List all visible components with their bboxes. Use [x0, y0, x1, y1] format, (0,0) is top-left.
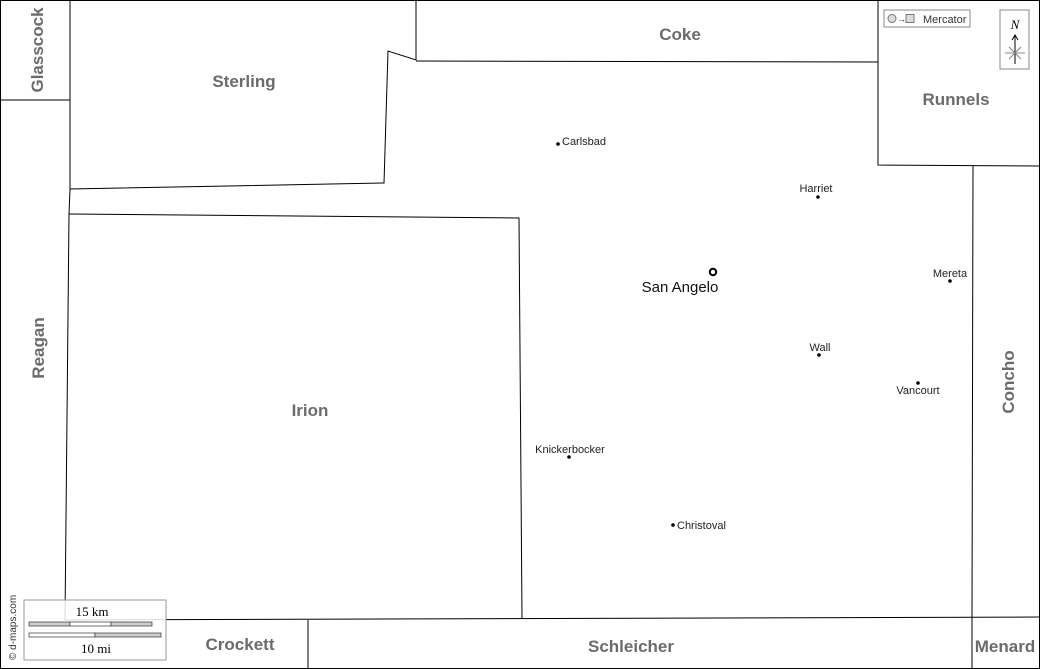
- city-capital-marker: [708, 267, 718, 277]
- north-label: N: [1010, 17, 1021, 32]
- city-dot: [556, 142, 560, 146]
- city-vancourt: Vancourt: [896, 385, 939, 397]
- city-carlsbad: Carlsbad: [562, 136, 606, 148]
- scale-bar: 15 km 10 mi: [23, 599, 167, 661]
- city-christoval: Christoval: [677, 520, 726, 532]
- north-arrow: N: [999, 9, 1030, 70]
- county-menard: Menard: [975, 637, 1035, 656]
- city-dot: [948, 279, 952, 283]
- projection-legend: → Mercator: [883, 9, 971, 28]
- city-san-angelo: San Angelo: [642, 279, 719, 296]
- projection-label: Mercator: [923, 14, 967, 26]
- city-mereta: Mereta: [933, 268, 968, 280]
- scale-km-label: 15 km: [76, 604, 109, 619]
- cities: Carlsbad Harriet San Angelo Mereta Wall …: [535, 136, 968, 532]
- county-coke: Coke: [659, 25, 701, 44]
- county-runnels: Runnels: [922, 90, 989, 109]
- square-icon: [905, 14, 915, 23]
- city-dot: [816, 195, 820, 199]
- city-dot: [671, 523, 675, 527]
- globe-icon: [887, 14, 897, 23]
- county-schleicher: Schleicher: [588, 637, 674, 656]
- city-dot: [916, 381, 920, 385]
- city-knickerbocker: Knickerbocker: [535, 444, 605, 456]
- city-wall: Wall: [810, 342, 831, 354]
- county-sterling: Sterling: [212, 72, 275, 91]
- county-reagan: Reagan: [29, 317, 48, 378]
- county-irion: Irion: [292, 401, 329, 420]
- credit: © d-maps.com: [8, 595, 19, 660]
- county-crockett: Crockett: [206, 635, 275, 654]
- city-harriet: Harriet: [799, 183, 832, 195]
- city-dot: [817, 353, 821, 357]
- county-concho: Concho: [999, 350, 1018, 413]
- city-dot: [567, 455, 571, 459]
- arrow-icon: →: [897, 14, 906, 24]
- scale-mi-label: 10 mi: [81, 641, 111, 656]
- county-glasscock: Glasscock: [28, 7, 47, 93]
